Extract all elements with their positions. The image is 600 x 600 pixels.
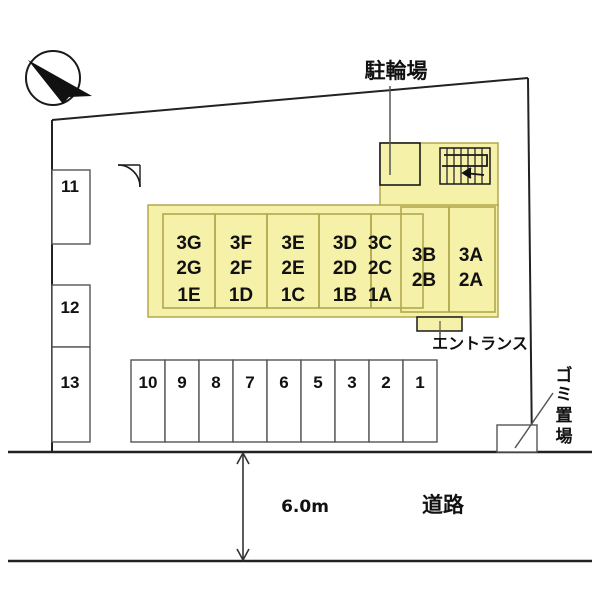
stall-6 xyxy=(266,359,302,443)
stall-label-5: 5 xyxy=(313,373,322,392)
unit-3B: 3B xyxy=(412,245,436,266)
unit-2F: 2F xyxy=(230,258,252,279)
parking-numbers: 10 9 8 7 6 5 3 2 1 11 12 13 xyxy=(61,177,425,392)
garbage-label: ゴ ミ 置 場 xyxy=(556,365,573,447)
svg-text:置: 置 xyxy=(556,406,573,426)
svg-text:ミ: ミ xyxy=(556,385,573,405)
stall-11 xyxy=(51,169,91,245)
unit-1C: 1C xyxy=(281,285,306,306)
unit-1B: 1B xyxy=(333,285,357,306)
stall-label-7: 7 xyxy=(245,373,254,392)
stall-1 xyxy=(402,359,438,443)
stall-8 xyxy=(198,359,234,443)
unit-1A: 1A xyxy=(368,285,393,306)
unit-1D: 1D xyxy=(229,285,253,306)
stall-5 xyxy=(300,359,336,443)
stall-label-9: 9 xyxy=(177,373,186,392)
stall-13 xyxy=(51,346,91,443)
unit-3G: 3G xyxy=(176,233,201,254)
unit-3D: 3D xyxy=(333,233,357,254)
building-main-block xyxy=(147,204,499,318)
entrance-label: エントランス xyxy=(432,334,528,353)
unit-cells xyxy=(162,206,496,313)
stall-label-10: 10 xyxy=(139,373,158,392)
stall-label-2: 2 xyxy=(381,373,390,392)
unit-1E: 1E xyxy=(177,285,200,306)
unit-2B: 2B xyxy=(412,270,436,291)
stall-label-1: 1 xyxy=(415,373,424,392)
unit-2G: 2G xyxy=(176,258,201,279)
unit-3A: 3A xyxy=(459,245,484,266)
unit-2D: 2D xyxy=(333,258,357,279)
road-label: 道路 xyxy=(422,493,465,517)
stall-label-11: 11 xyxy=(61,177,79,196)
bicycle-parking-label: 駐輪場 xyxy=(365,59,428,83)
unit-3C: 3C xyxy=(368,233,393,254)
stall-label-12: 12 xyxy=(61,298,80,317)
stairs-icon xyxy=(439,147,491,185)
garbage-area-box xyxy=(496,424,538,453)
svg-text:ゴ: ゴ xyxy=(556,365,573,386)
unit-cell-5 xyxy=(370,213,424,309)
stall-label-6: 6 xyxy=(279,373,288,392)
parking-column-left xyxy=(51,169,91,443)
stall-label-3: 3 xyxy=(347,373,356,392)
unit-2A: 2A xyxy=(459,270,484,291)
leader-garbage xyxy=(514,392,554,449)
road-width-dimension xyxy=(236,451,250,562)
apartment-building xyxy=(147,142,499,334)
unit-3E: 3E xyxy=(281,233,304,254)
road-area xyxy=(8,450,592,563)
stall-2 xyxy=(368,359,404,443)
door-swing-arc xyxy=(117,164,141,188)
north-arrow-icon xyxy=(25,50,92,106)
stall-9 xyxy=(164,359,200,443)
unit-2E: 2E xyxy=(281,258,304,279)
stall-label-8: 8 xyxy=(211,373,220,392)
stall-12 xyxy=(51,284,91,348)
unit-2C: 2C xyxy=(368,258,393,279)
stall-10 xyxy=(130,359,166,443)
svg-text:場: 場 xyxy=(556,427,573,447)
unit-cell-7 xyxy=(448,206,496,313)
unit-labels: 3G 2G 1E 3F 2F 1D 3E 2E 1C 3D 2D 1B 3C 2… xyxy=(176,233,483,306)
road-width-label: 6.0m xyxy=(281,497,329,517)
stall-label-13: 13 xyxy=(61,373,80,392)
stall-3 xyxy=(334,359,370,443)
parking-row-bottom xyxy=(130,359,438,443)
leader-lines xyxy=(389,86,554,449)
unit-3F: 3F xyxy=(230,233,252,254)
stall-7 xyxy=(232,359,268,443)
bicycle-parking-room xyxy=(379,142,421,186)
